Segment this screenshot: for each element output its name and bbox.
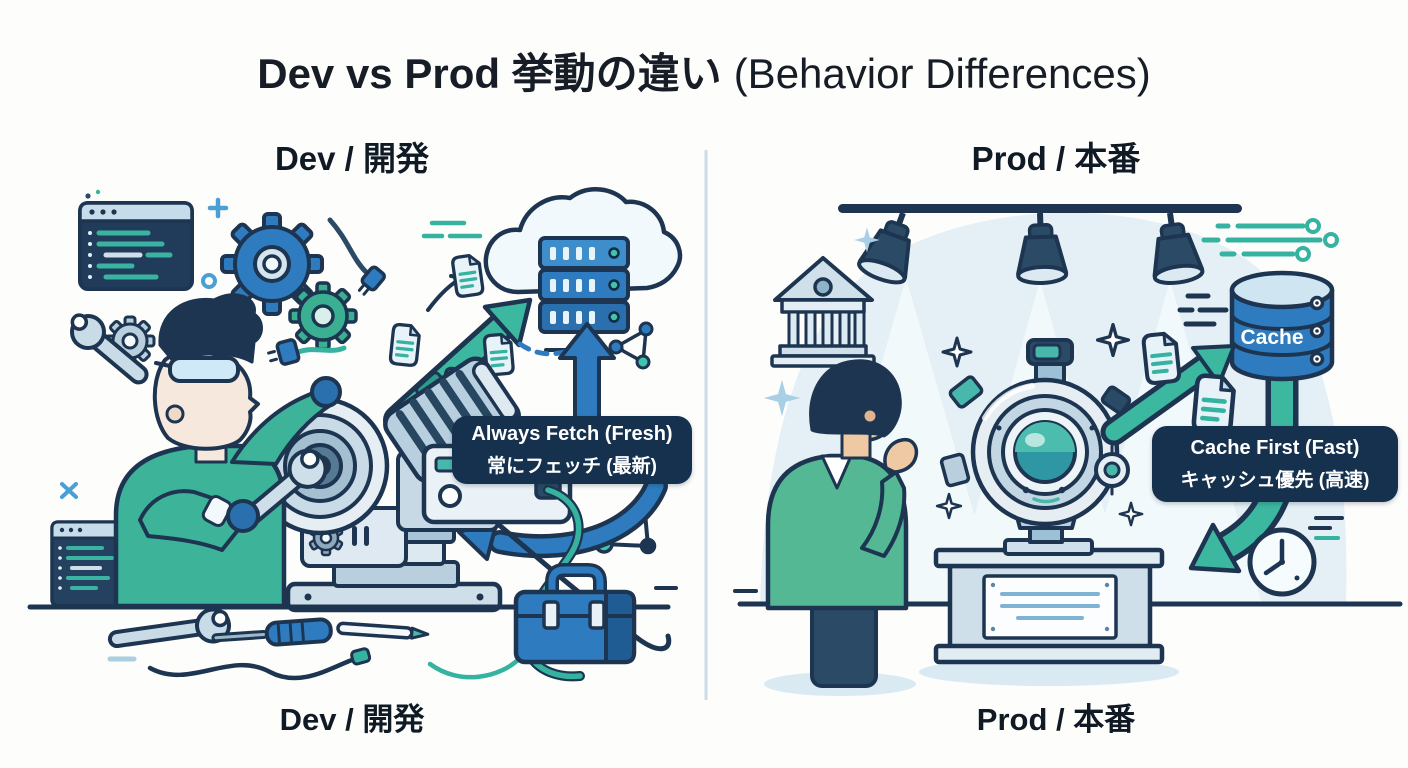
prod-panel-heading: Prod / 本番 [971, 140, 1141, 177]
cloud-server-icon [483, 187, 683, 352]
code-window-icon [78, 201, 194, 291]
wrench-floor-icon [107, 607, 231, 649]
plug-small-icon [350, 647, 372, 666]
clock-icon [1247, 527, 1317, 597]
upload-arrow-icon [558, 322, 616, 432]
cable-plug-icon [327, 217, 386, 296]
dev-panel-footer-label: Dev / 開発 [279, 702, 425, 737]
document-icon [1141, 330, 1182, 386]
exhibit-pedestal [919, 547, 1179, 686]
spotlight-track [838, 204, 1242, 286]
page-title: Dev vs Prod 挙動の違い(Behavior Differences) [0, 40, 1408, 101]
toolbox-icon [513, 563, 637, 665]
document-icon [388, 322, 422, 368]
always-fetch-badge-line1: Always Fetch (Fresh) [471, 422, 673, 445]
visitor-figure [764, 359, 919, 696]
cable-squiggle [147, 657, 355, 681]
exhibit-machine [939, 338, 1132, 556]
dashed-curve-decoration [517, 341, 567, 357]
cache-db-icon [1229, 270, 1335, 382]
developer-figure [113, 293, 342, 609]
teal-dashes-decoration [421, 220, 483, 239]
circle-decoration [201, 273, 217, 289]
screwdriver-icon [211, 617, 333, 647]
share-network-icon [608, 321, 654, 370]
always-fetch-badge: Always Fetch (Fresh) 常にフェッチ (最新) [452, 416, 692, 484]
museum-building-icon [770, 256, 876, 368]
page-title-main: Dev vs Prod 挙動の違い [257, 50, 722, 97]
cache-db-label: Cache [1240, 326, 1304, 349]
speed-dashes [1308, 516, 1344, 540]
dev-panel-heading: Dev / 開発 [274, 140, 430, 177]
dial-icon [1094, 444, 1130, 496]
cable-squiggle [427, 655, 523, 680]
cache-first-badge-line2: キャッシュ優先 (高速) [1180, 469, 1370, 491]
circuit-lines-icon [1201, 218, 1339, 262]
plus-decoration [207, 197, 229, 219]
always-fetch-badge-line2: 常にフェッチ (最新) [487, 455, 657, 477]
wrench-icon [70, 313, 149, 385]
code-window-icon [50, 520, 126, 608]
x-decoration [60, 482, 78, 499]
gear-teal-icon [288, 281, 358, 351]
document-icon [450, 252, 486, 299]
pen-tool-icon [336, 621, 430, 640]
plug-icon [267, 338, 347, 366]
speed-dashes [1177, 293, 1229, 327]
dot-decoration [95, 189, 101, 195]
document-icon [1193, 375, 1234, 433]
dev-panel-illustration [27, 187, 683, 682]
prod-panel-illustration [654, 204, 1403, 696]
cache-first-badge: Cache First (Fast) キャッシュ優先 (高速) [1152, 426, 1398, 502]
cache-first-badge-line1: Cache First (Fast) [1190, 436, 1360, 459]
dot-decoration [85, 193, 91, 199]
prod-panel-footer-label: Prod / 本番 [976, 702, 1136, 737]
fetch-to-cache-arrow-icon [1100, 344, 1236, 446]
page-title-sub: (Behavior Differences) [733, 50, 1151, 97]
